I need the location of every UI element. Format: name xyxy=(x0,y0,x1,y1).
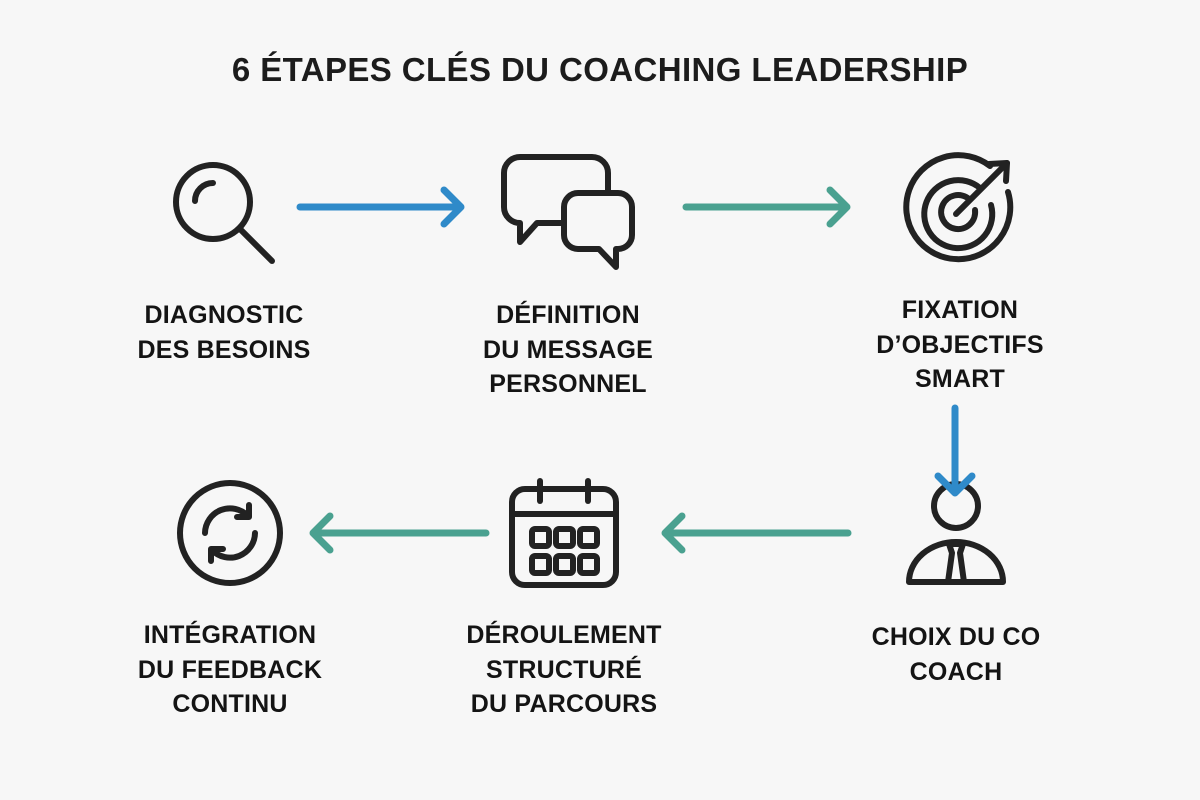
step-deroulement-structure-du-parcours: DÉROULEMENT STRUCTURÉ DU PARCOURS xyxy=(414,468,714,722)
step-diagnostic-des-besoins: DIAGNOSTIC DES BESOINS xyxy=(74,148,374,367)
step-label: INTÉGRATION DU FEEDBACK CONTINU xyxy=(137,621,323,718)
arrow-step2-to-step3 xyxy=(682,186,858,233)
step-integration-du-feedback-continu: INTÉGRATION DU FEEDBACK CONTINU xyxy=(80,468,380,722)
page-title: 6 ÉTAPES CLÉS DU COACHING LEADERSHIP xyxy=(231,51,969,88)
refresh-circle-icon xyxy=(80,468,380,598)
step-definition-du-message-personnel: DÉFINITION DU MESSAGE PERSONNEL xyxy=(418,148,718,402)
business-person-icon xyxy=(806,470,1106,600)
step-choix-du-co-coach: CHOIX DU CO COACH xyxy=(806,470,1106,689)
step-label: DÉFINITION DU MESSAGE PERSONNEL xyxy=(482,301,654,398)
step-label: FIXATION D’OBJECTIFS SMART xyxy=(876,296,1044,393)
step-label: CHOIX DU CO COACH xyxy=(871,623,1041,686)
step-label: DIAGNOSTIC DES BESOINS xyxy=(137,301,311,364)
calendar-icon xyxy=(414,468,714,598)
arrow-step3-to-step4 xyxy=(916,404,994,509)
speech-bubbles-icon xyxy=(418,148,718,278)
arrow-step4-to-step5 xyxy=(652,512,852,559)
arrow-step5-to-step6 xyxy=(300,512,490,559)
arrow-step1-to-step2 xyxy=(296,186,472,233)
target-arrow-icon xyxy=(810,143,1110,273)
magnifier-icon xyxy=(74,148,374,278)
step-label: DÉROULEMENT STRUCTURÉ DU PARCOURS xyxy=(466,621,662,718)
step-fixation-dobjectifs-smart: FIXATION D’OBJECTIFS SMART xyxy=(810,143,1110,397)
